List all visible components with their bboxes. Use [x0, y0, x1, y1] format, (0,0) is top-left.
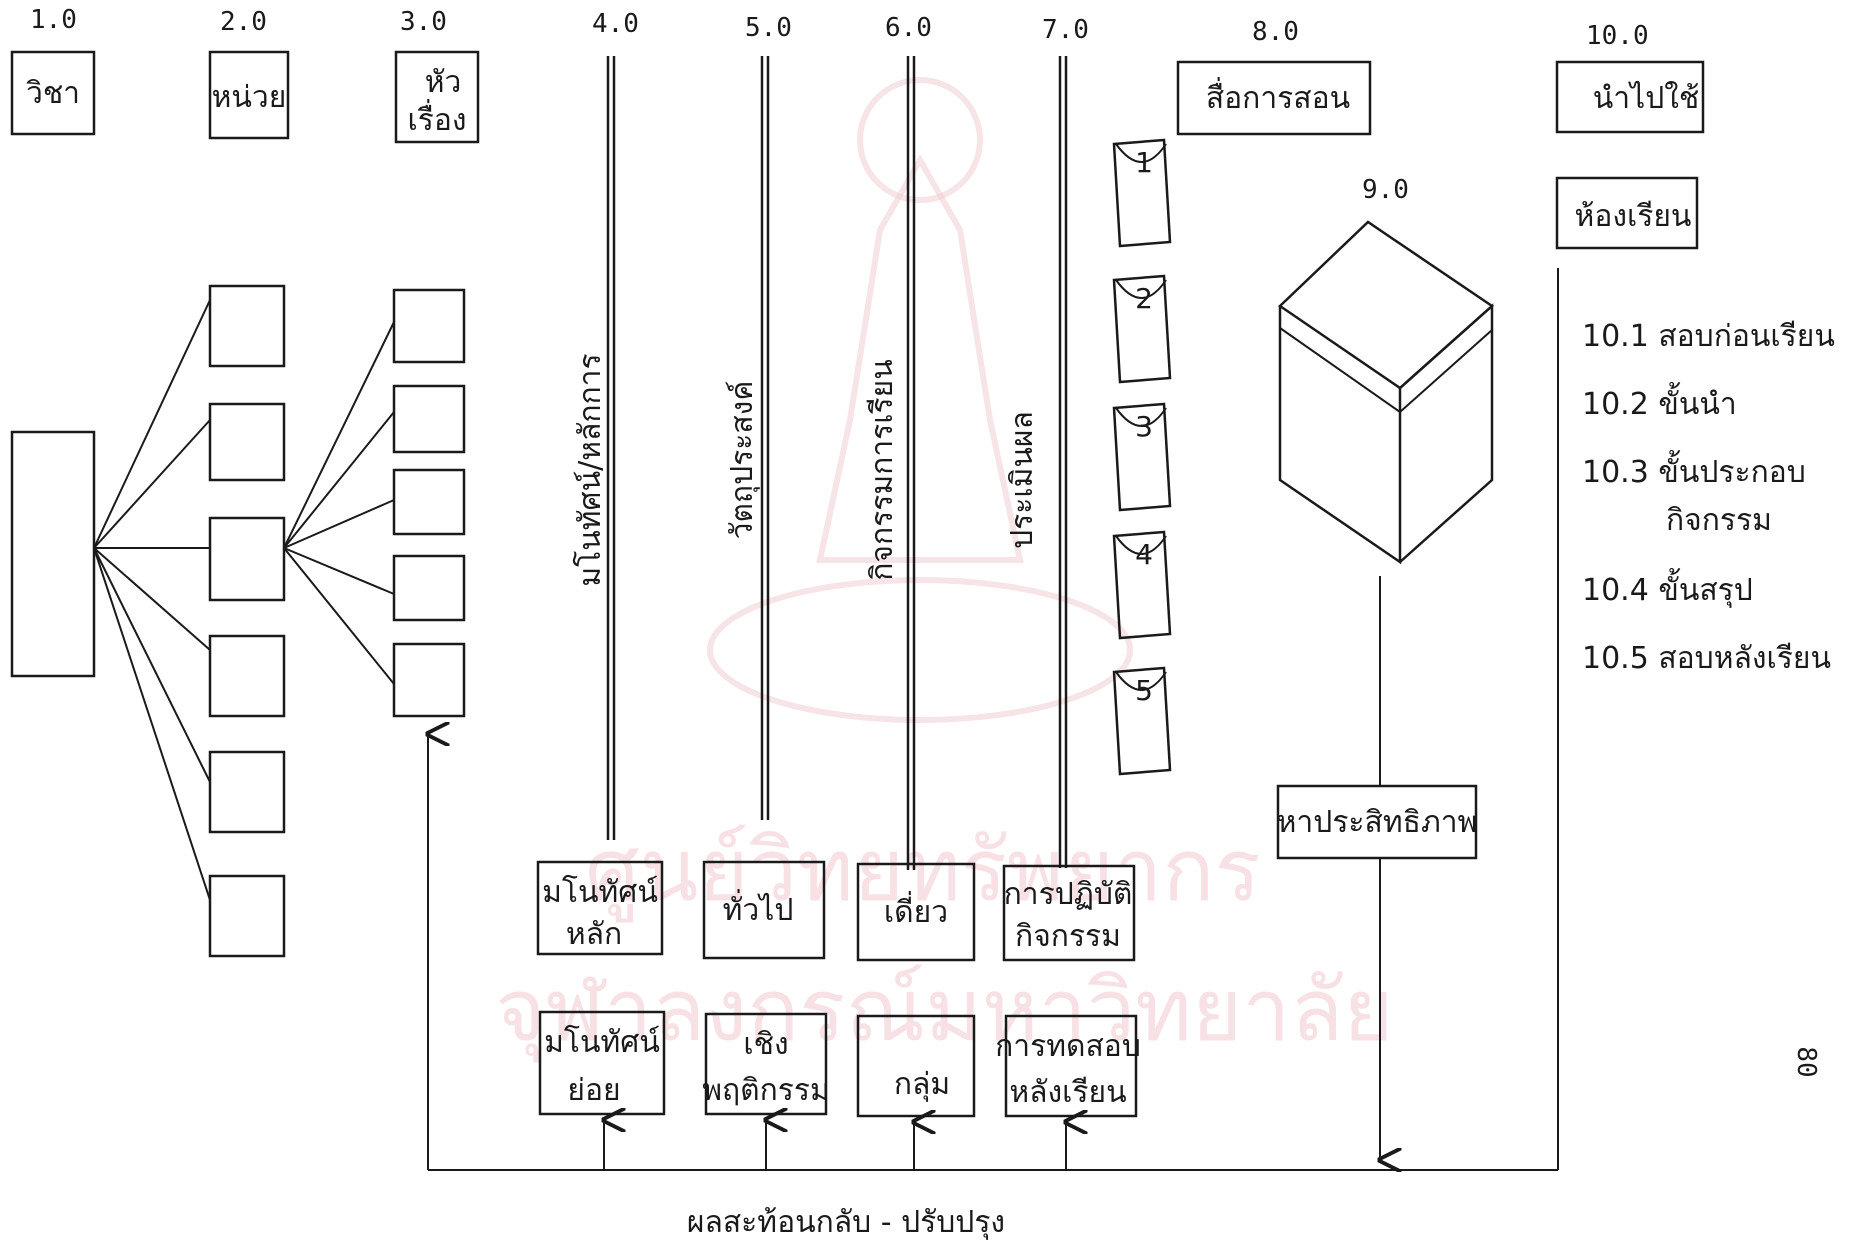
label-evaluation: ประเมินผล: [1005, 411, 1040, 549]
header-box-apply: [1555, 60, 1705, 134]
topic-boxes: [392, 288, 466, 718]
sub-boxes-row-2: มโนทัศน์ ย่อย เชิง พฤติกรรม กลุ่ม การทดส…: [538, 1010, 1141, 1118]
media-envelopes: 1 2 3 4 5: [1112, 138, 1172, 776]
topic-box-3: [392, 468, 466, 536]
step-3: 10.3 ขั้นประกอบ: [1582, 450, 1806, 490]
sub-boxes-row-1: มโนทัศน์ หลัก ทั่วไป เดี่ยว การปฏิบัติ ก…: [536, 860, 1136, 962]
header-label-apply: นำไปใช้: [1593, 80, 1700, 116]
label-objective: วัตถุประสงค์: [725, 381, 761, 540]
column-number-10: 10.0: [1586, 21, 1649, 51]
header-boxes: วิชา หน่วย หัว เรื่อง สื่อการสอน นำไปใช้…: [10, 50, 1705, 250]
header-label-classroom: ห้องเรียน: [1575, 199, 1692, 234]
header-box-media: [1176, 60, 1372, 136]
column-number-5: 5.0: [745, 13, 792, 43]
svg-text:2: 2: [1135, 282, 1153, 315]
column-numbers: 1.0 2.0 3.0 4.0 5.0 6.0 7.0 8.0 9.0 10.0: [30, 5, 1649, 205]
svg-text:4: 4: [1135, 538, 1153, 571]
svg-text:หลังเรียน: หลังเรียน: [1009, 1075, 1126, 1110]
column-number-4: 4.0: [592, 9, 639, 39]
envelope-5: 5: [1112, 666, 1172, 776]
efficiency-label: หาประสิทธิภาพ: [1277, 805, 1478, 840]
label-concept-principle: มโนทัศน์/หลักการ: [572, 353, 608, 586]
envelope-3: 3: [1112, 402, 1172, 512]
unit-box-5: [208, 750, 286, 834]
step-3-cont: กิจกรรม: [1666, 503, 1772, 538]
topic-box-4: [392, 554, 466, 622]
learning-package-cube: [1278, 220, 1495, 565]
svg-text:การทดสอบ: การทดสอบ: [995, 1029, 1141, 1064]
header-box-subject: [10, 50, 96, 136]
university-seal-watermark: ศูนย์วิทยทรัพยากร จุฬาลงกรณ์มหาวิทยาลัย: [495, 77, 1394, 1063]
unit-box-3: [208, 516, 286, 602]
step-2: 10.2 ขั้นนำ: [1582, 382, 1737, 422]
label-learning-activity: กิจกรรมการเรียน: [865, 359, 900, 580]
header-label-media: สื่อการสอน: [1206, 77, 1350, 116]
column-number-2: 2.0: [220, 7, 267, 37]
efficiency-box: [1276, 784, 1478, 860]
feedback-caption: ผลสะท้อนกลับ - ปรับปรุง: [687, 1205, 1005, 1241]
sub-box-individual: [856, 862, 976, 962]
svg-text:3: 3: [1135, 410, 1153, 443]
sub-box-main-concept: [536, 860, 664, 956]
topic-box-2: [392, 384, 466, 454]
svg-text:5: 5: [1135, 674, 1153, 707]
sub-box-practice: [1002, 864, 1136, 962]
svg-text:มโนทัศน์: มโนทัศน์: [542, 874, 658, 910]
header-label-unit: หน่วย: [212, 80, 287, 115]
header-label-topic-1: หัว: [425, 65, 462, 100]
unit-box-2: [208, 402, 286, 482]
page-number: 80: [1791, 1046, 1821, 1077]
unit-to-topic-lines: [283, 321, 395, 685]
svg-text:กิจกรรม: กิจกรรม: [1015, 919, 1121, 954]
subject-box: [10, 430, 96, 678]
unit-box-4: [208, 634, 286, 718]
classroom-steps: 10.1 สอบก่อนเรียน 10.2 ขั้นนำ 10.3 ขั้นป…: [1582, 319, 1835, 676]
svg-text:การปฏิบัติ: การปฏิบัติ: [1004, 877, 1133, 912]
svg-text:มโนทัศน์: มโนทัศน์: [544, 1024, 660, 1060]
header-label-topic-2: เรื่อง: [407, 99, 466, 138]
column-number-9: 9.0: [1362, 175, 1409, 205]
column-number-3: 3.0: [400, 7, 447, 37]
svg-text:เดี่ยว: เดี่ยว: [884, 891, 948, 930]
feedback-loop: [428, 734, 1558, 1171]
column-number-8: 8.0: [1252, 17, 1299, 47]
step-1: 10.1 สอบก่อนเรียน: [1582, 319, 1835, 354]
svg-text:หลัก: หลัก: [566, 917, 622, 952]
unit-boxes: [208, 284, 286, 958]
envelope-2: 2: [1112, 274, 1172, 384]
step-5: 10.5 สอบหลังเรียน: [1582, 641, 1831, 676]
svg-text:กลุ่ม: กลุ่ม: [894, 1067, 950, 1103]
rotated-column-labels: มโนทัศน์/หลักการ วัตถุประสงค์ กิจกรรมการ…: [572, 353, 1040, 586]
svg-text:ย่อย: ย่อย: [567, 1073, 620, 1108]
column-number-6: 6.0: [885, 13, 932, 43]
topic-box-1: [392, 288, 466, 364]
envelope-1: 1: [1112, 138, 1172, 248]
svg-text:เชิง: เชิง: [743, 1027, 788, 1062]
unit-box-1: [208, 284, 286, 368]
column-number-1: 1.0: [30, 5, 77, 35]
column-number-7: 7.0: [1042, 15, 1089, 45]
header-label-subject: วิชา: [26, 76, 80, 111]
svg-text:พฤติกรรม: พฤติกรรม: [702, 1073, 830, 1108]
unit-box-6: [208, 874, 286, 958]
step-4: 10.4 ขั้นสรุป: [1582, 568, 1753, 609]
svg-text:ทั่วไป: ทั่วไป: [723, 889, 794, 928]
watermark-line-1: ศูนย์วิทยทรัพยากร: [585, 821, 1261, 923]
topic-box-5: [392, 642, 466, 718]
header-box-unit: [208, 50, 290, 140]
svg-text:1: 1: [1135, 146, 1153, 179]
header-box-classroom: [1555, 176, 1699, 250]
vertical-column-lines: [606, 56, 1068, 870]
sub-box-general: [702, 860, 826, 960]
envelope-4: 4: [1112, 530, 1172, 640]
header-box-topic: [394, 50, 480, 144]
subject-to-unit-lines: [93, 299, 211, 901]
